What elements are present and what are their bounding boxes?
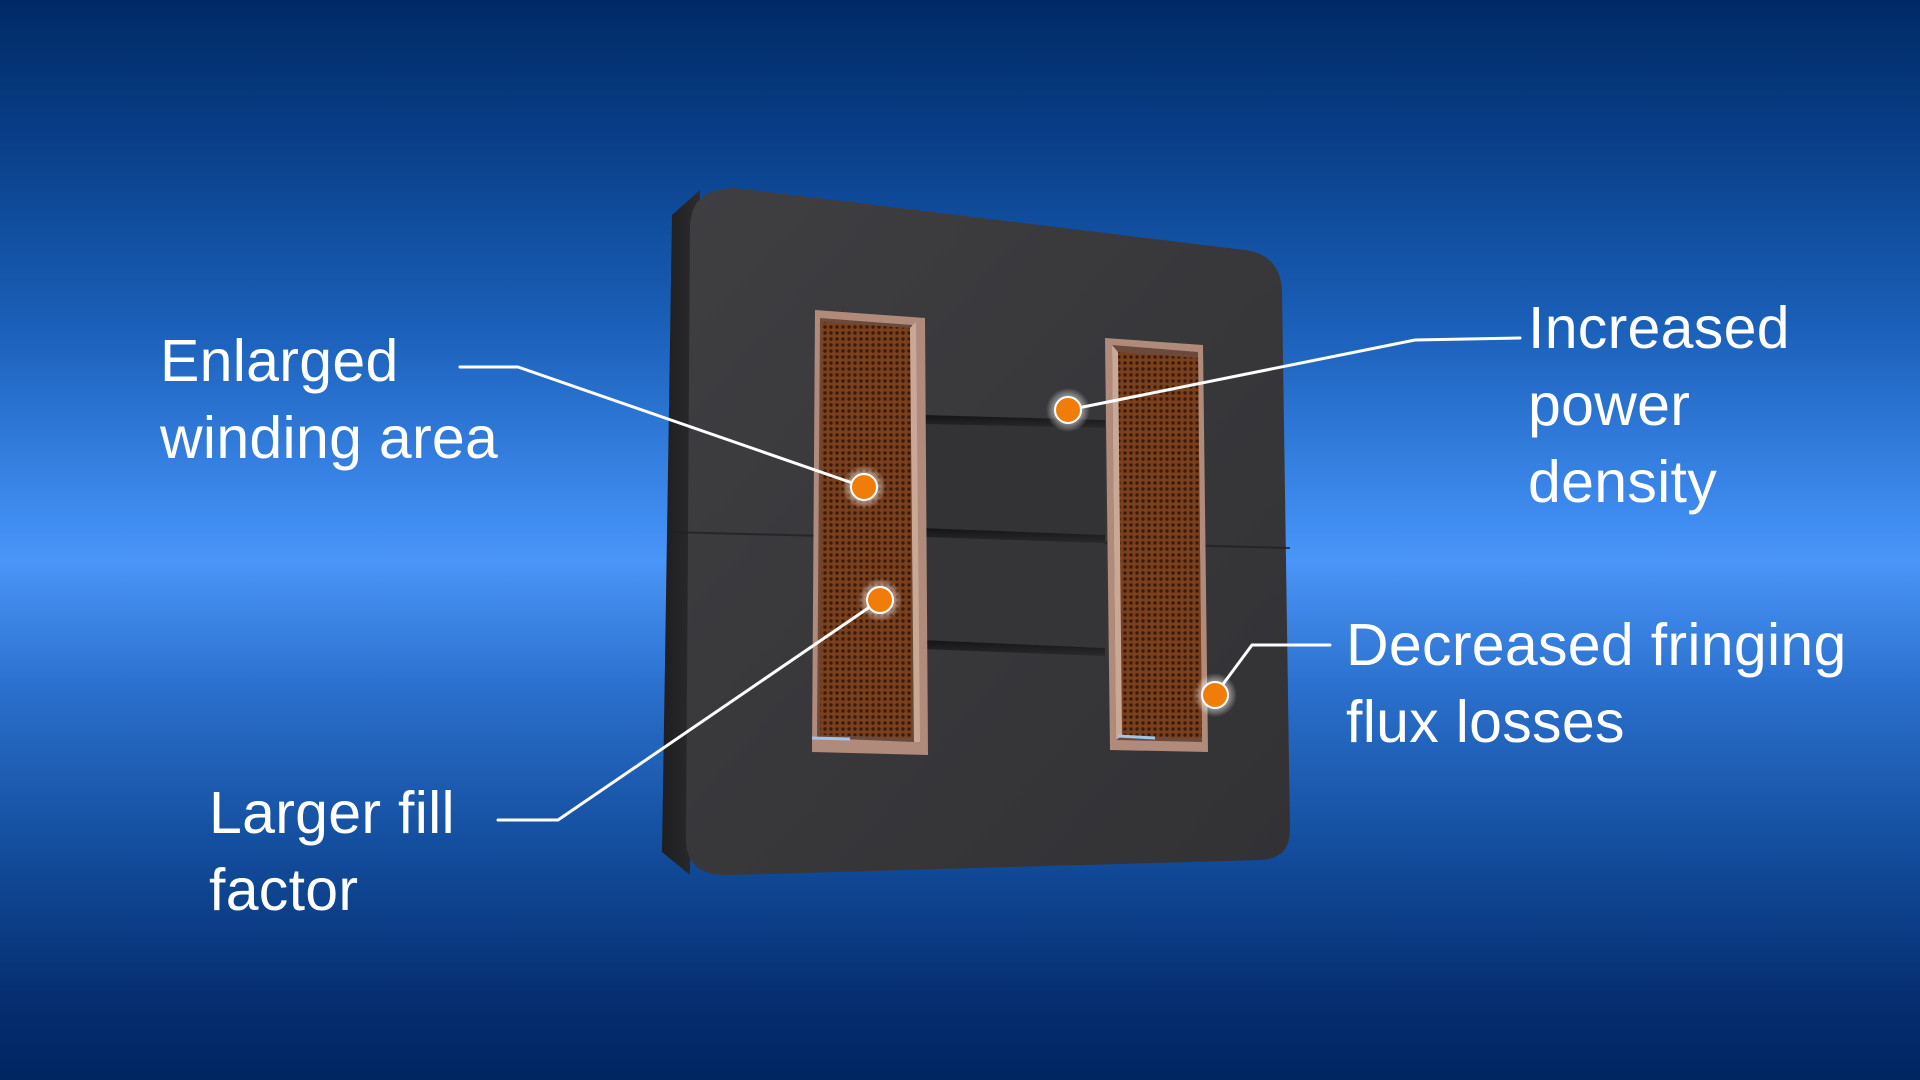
label-larger-fill-factor: Larger fill factor: [209, 775, 455, 929]
label-decreased-fringing-flux-losses: Decreased fringing flux losses: [1346, 607, 1847, 761]
label-line: winding area: [160, 405, 499, 471]
leader-line-enlarged-winding: [458, 365, 866, 489]
label-line: density: [1528, 449, 1718, 515]
label-line: Decreased fringing: [1346, 612, 1847, 678]
label-line: power: [1528, 372, 1691, 438]
marker-enlarged-winding: [842, 465, 886, 509]
label-line: Larger fill: [209, 780, 455, 846]
left-winding: [811, 310, 928, 755]
center-leg: [922, 415, 1105, 656]
marker-increased-power: [1046, 388, 1090, 432]
label-line: flux losses: [1346, 689, 1625, 755]
leader-line-larger-fill: [496, 598, 882, 822]
label-line: Increased: [1528, 295, 1790, 361]
marker-decreased-fringing: [1193, 673, 1237, 717]
leader-line-increased-power: [1066, 336, 1522, 412]
label-line: Enlarged: [160, 328, 399, 394]
label-increased-power-density: Increased power density: [1528, 290, 1790, 521]
label-line: factor: [209, 857, 359, 923]
label-enlarged-winding-area: Enlarged winding area: [160, 323, 498, 477]
marker-larger-fill: [858, 578, 902, 622]
right-winding: [1105, 338, 1208, 752]
